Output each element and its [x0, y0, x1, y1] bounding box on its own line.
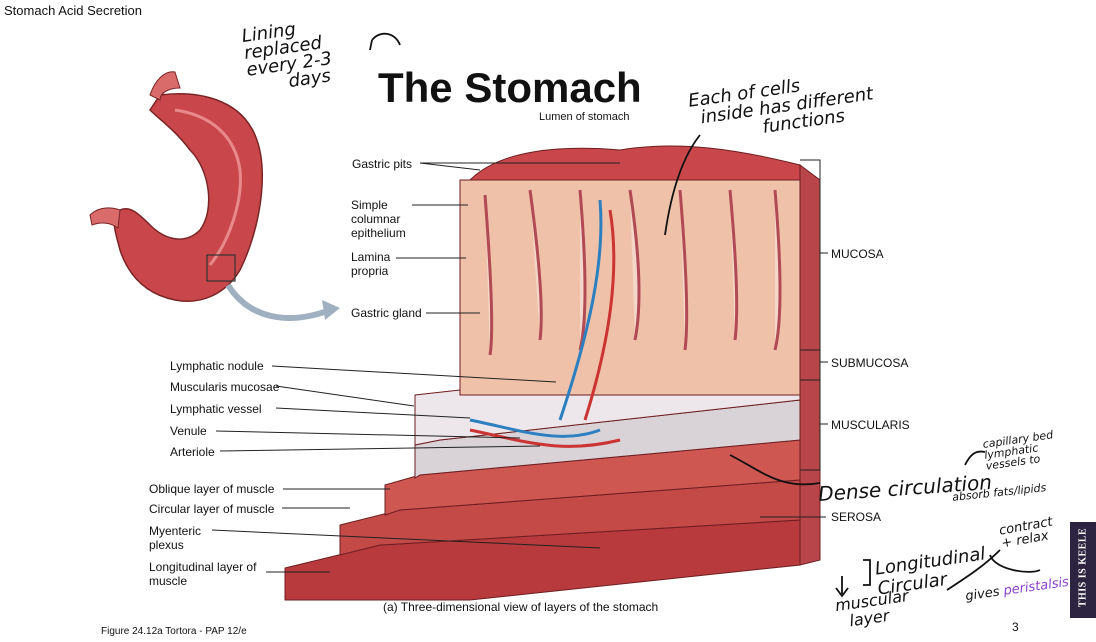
- page-number: 3: [1012, 620, 1019, 634]
- figure-caption: (a) Three-dimensional view of layers of …: [383, 600, 659, 614]
- label-lamina-propria: Lamina propria: [351, 250, 391, 278]
- section-title: Stomach Acid Secretion: [4, 3, 143, 18]
- brand-logo: THIS IS KEELE: [1077, 527, 1089, 608]
- label-arteriole: Arteriole: [170, 445, 215, 459]
- leader-lines: [211, 159, 828, 573]
- label-muscularis: MUSCULARIS: [831, 418, 910, 432]
- lumen-label: Lumen of stomach: [539, 111, 630, 123]
- annotation-lining: Lining replaced every 2-3 days: [240, 18, 334, 93]
- slide-title: The Stomach: [378, 64, 642, 111]
- label-serosa: SEROSA: [831, 510, 882, 524]
- label-lymphatic-nodule: Lymphatic nodule: [170, 359, 264, 373]
- label-circular-layer: Circular layer of muscle: [149, 502, 275, 516]
- stomach-organ-illustration: [89, 71, 340, 321]
- label-muscularis-mucosae: Muscularis mucosae: [170, 380, 280, 394]
- label-myenteric-plexus: Myenteric plexus: [149, 524, 202, 552]
- label-lymphatic-vessel: Lymphatic vessel: [170, 402, 262, 416]
- label-oblique-layer: Oblique layer of muscle: [149, 482, 275, 496]
- label-mucosa: MUCOSA: [831, 247, 884, 261]
- label-simple-columnar-epithelium: Simple columnar epithelium: [351, 198, 406, 240]
- label-venule: Venule: [170, 424, 207, 438]
- label-submucosa: SUBMUCOSA: [831, 356, 909, 370]
- stomach-wall-block: [284, 145, 821, 601]
- label-longitudinal-layer: Longitudinal layer of muscle: [149, 560, 257, 588]
- handwritten-strokes: [369, 32, 1041, 598]
- label-gastric-pits: Gastric pits: [352, 157, 413, 171]
- figure-credit: Figure 24.12a Tortora - PAP 12/e: [101, 626, 247, 637]
- label-gastric-gland: Gastric gland: [351, 306, 422, 320]
- brand-tab: THIS IS KEELE: [1070, 522, 1096, 618]
